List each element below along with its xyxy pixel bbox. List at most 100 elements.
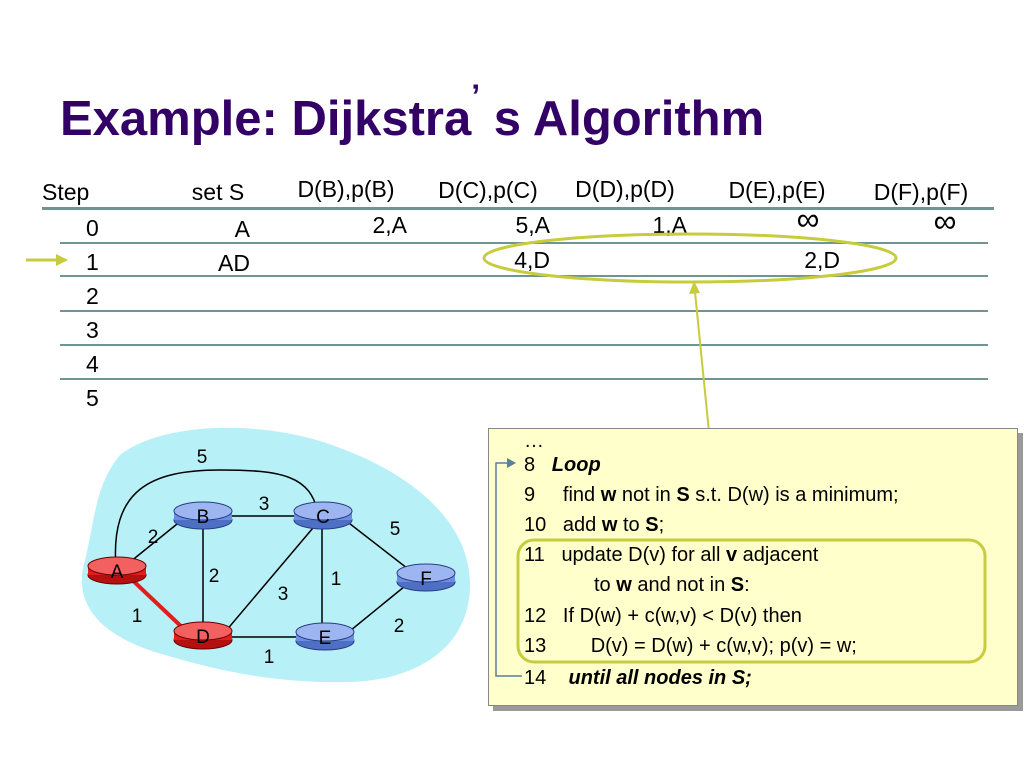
edge-a-d-highlight (126, 574, 187, 632)
header-df: D(F),p(F) (873, 179, 969, 205)
table-rule (60, 344, 988, 346)
line-number: 12 (524, 605, 547, 627)
table-rule (60, 310, 988, 312)
table-rule (60, 275, 988, 277)
algo-line-9: 9 find w not in S s.t. D(w) is a minimum… (524, 485, 899, 505)
row1-dc: 4,D (514, 247, 550, 273)
algo-line-10: 10 add w to S; (524, 515, 664, 535)
weight-a-b: 2 (148, 527, 159, 548)
edge-a-c (114, 469, 319, 569)
weight-d-c: 3 (278, 584, 289, 605)
header-set-s: set S (191, 179, 245, 205)
line-text: not in (616, 484, 677, 506)
line-number: 9 (524, 484, 536, 506)
var-s: S (645, 514, 659, 536)
header-de: D(E),p(E) (728, 177, 826, 203)
weight-c-f: 5 (390, 519, 401, 540)
var-v: v (725, 544, 738, 566)
line-number: 13 (524, 635, 547, 657)
line-number: 8 (524, 454, 536, 476)
edge-e-f (344, 581, 411, 636)
algo-line-12: 12 If D(w) + c(w,v) < D(v) then (524, 606, 802, 626)
weight-a-d: 1 (132, 606, 143, 627)
line-text: D(v) = D(w) + c(w,v); p(v) = w; (590, 635, 857, 657)
var-w: w (600, 484, 617, 506)
step-2: 2 (86, 283, 99, 309)
row0-db: 2,A (372, 212, 407, 238)
title-suffix: s Algorithm (493, 92, 765, 146)
weight-b-d: 2 (209, 566, 220, 587)
var-w: w (616, 574, 632, 596)
slide-title: Example: Dijkstra’ s Algorithm (60, 78, 764, 147)
algo-line-ellipsis: … (524, 430, 544, 452)
algorithm-box: … 8 Loop 9 find w not in S s.t. D(w) is … (488, 428, 1018, 706)
row0-dd: 1,A (652, 212, 687, 238)
edge-c-f (344, 519, 413, 573)
node-b (173, 501, 233, 530)
row0-de-infinity: ∞ (796, 201, 820, 237)
node-label-e: E (319, 628, 332, 649)
line-text: s.t. D(w) is a minimum; (689, 484, 899, 506)
table-rule (60, 378, 988, 380)
header-dc: D(C),p(C) (438, 177, 538, 203)
line-text: ; (658, 514, 665, 536)
node-label-c: C (316, 507, 330, 528)
loop-keyword: Loop (551, 454, 601, 476)
node-e (295, 622, 355, 651)
line-text: to (617, 514, 646, 536)
row1-set: AD (218, 250, 250, 276)
line-text: and not in (631, 574, 731, 596)
line-number: 14 (524, 667, 547, 689)
algo-line-14: 14 until all nodes in S; (524, 668, 752, 688)
line-text: If D(w) + c(w,v) < D(v) then (562, 605, 802, 627)
line-number: 11 (524, 544, 545, 566)
weight-d-e: 1 (264, 647, 275, 668)
node-label-b: B (197, 507, 210, 528)
node-label-d: D (196, 627, 210, 648)
line-text: : (744, 574, 750, 596)
node-label-a: A (111, 562, 124, 583)
row1-highlight-ellipse (482, 232, 898, 284)
row1-de: 2,D (804, 247, 840, 273)
algo-line-8: 8 Loop (524, 455, 601, 475)
until-keyword: until all nodes in S; (568, 667, 752, 689)
line-text: adjacent (737, 544, 819, 566)
line-number: 10 (524, 514, 547, 536)
var-w: w (601, 514, 618, 536)
header-step: Step (42, 179, 90, 205)
var-s: S (730, 574, 745, 596)
weight-b-c: 3 (259, 494, 270, 515)
row0-set: A (234, 216, 250, 242)
update-highlight-box (516, 538, 987, 664)
network-blob (81, 427, 471, 683)
node-d (173, 621, 233, 650)
current-step-arrow (26, 254, 68, 266)
title-apostrophe: ’ (471, 78, 481, 114)
line-text: find (562, 484, 601, 506)
node-a (87, 556, 147, 585)
line-text: add (562, 514, 602, 536)
line-text: to (594, 574, 617, 596)
node-c (293, 501, 353, 530)
step-4: 4 (86, 351, 99, 377)
node-label-f: F (420, 569, 432, 590)
step-1: 1 (86, 249, 99, 275)
row0-df-infinity: ∞ (933, 203, 957, 239)
weight-e-f: 2 (394, 616, 405, 637)
header-dd: D(D),p(D) (575, 176, 675, 202)
weight-a-c: 5 (197, 447, 208, 468)
algo-line-13: 13 D(v) = D(w) + c(w,v); p(v) = w; (524, 636, 857, 656)
edge-a-b (129, 519, 183, 563)
weight-c-e: 1 (331, 569, 342, 590)
step-0: 0 (86, 215, 99, 241)
loop-back-arrow (495, 458, 987, 677)
table-rule-header (42, 207, 994, 210)
edge-d-c (224, 521, 319, 633)
var-s: S (676, 484, 690, 506)
algo-line-11-cont: to w and not in S: (594, 575, 750, 595)
node-f (396, 563, 456, 592)
row0-dc: 5,A (515, 212, 550, 238)
line-text: update D(v) for all (561, 544, 726, 566)
step-3: 3 (86, 317, 99, 343)
